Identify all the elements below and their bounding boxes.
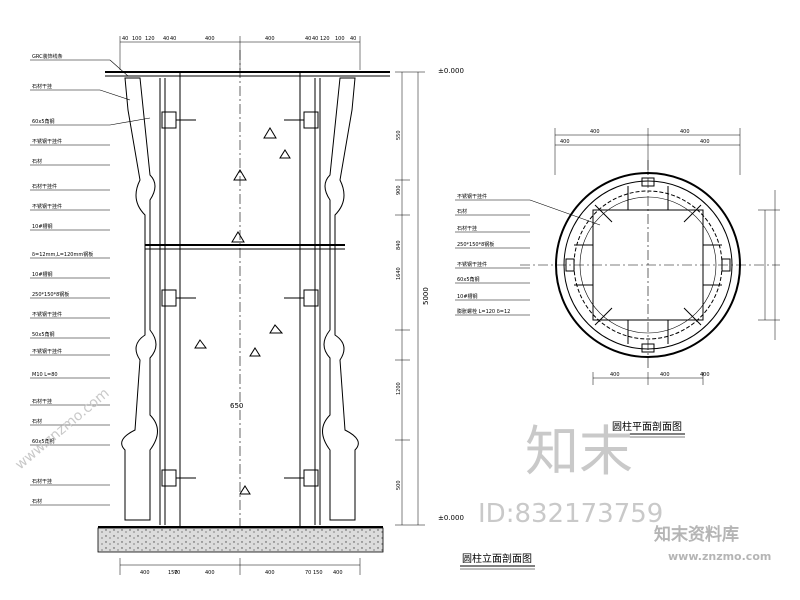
plan-callout-label: 不锈钢干挂件 xyxy=(457,261,487,268)
section-callout-label: 不锈钢干挂件 xyxy=(32,203,62,210)
watermark-brand: 知末 xyxy=(525,420,633,483)
level-bottom: ±0.000 xyxy=(438,514,464,522)
section-callout-label: 60x5角钢 xyxy=(32,438,55,445)
section-side-dim: 550 xyxy=(396,130,402,140)
section-bottom-dim: 400 xyxy=(333,570,343,576)
section-top-dim: 400 xyxy=(265,36,275,42)
section-callout-label: 石材 xyxy=(32,498,42,505)
plan-callout-label: 石材干挂 xyxy=(457,225,477,232)
section-top-dim: 40 xyxy=(163,36,169,42)
section-bottom-dim: 400 xyxy=(140,570,150,576)
section-callout-label: 10#槽钢 xyxy=(32,223,53,230)
watermark-diagonal: www.znzmo.com xyxy=(12,385,112,473)
callout-leaders xyxy=(30,59,151,506)
section-total-dim: 5000 xyxy=(422,287,430,305)
section-side-dim: 1200 xyxy=(396,382,402,395)
plan-bottom-dims: 400 400 400 xyxy=(610,372,710,378)
watermark-url: www.znzmo.com xyxy=(668,550,771,563)
plan-section xyxy=(455,128,780,385)
plan-callout-label: 不锈钢干挂件 xyxy=(457,193,487,200)
section-top-dim: 100 xyxy=(335,36,345,42)
section-bottom-dim: 400 xyxy=(205,570,215,576)
section-bottom-dim: 70 xyxy=(305,570,311,576)
section-callout-label: GRC装饰线条 xyxy=(32,53,63,60)
section-top-dim: 40 xyxy=(305,36,311,42)
section-side-dim: 900 xyxy=(396,185,402,195)
elevation-section xyxy=(30,36,425,575)
level-top: ±0.000 xyxy=(438,67,464,75)
section-callout-label: 石材 xyxy=(32,418,42,425)
watermark-id: ID:832173759 xyxy=(478,499,663,529)
section-callouts: GRC装饰线条石材干挂60x5角钢不锈钢干挂件石材石材干挂件不锈钢干挂件10#槽… xyxy=(32,53,93,505)
section-callout-label: M10 L=80 xyxy=(32,372,58,378)
plan-bottom-dim: 400 xyxy=(700,372,710,378)
section-side-dims: 550 900 840 1640 1200 500 xyxy=(396,130,402,490)
section-top-dim: 120 xyxy=(145,36,155,42)
section-callout-label: 石材干挂 xyxy=(32,478,52,485)
steel-brackets xyxy=(145,111,345,487)
plan-callout-label: 60x5角钢 xyxy=(457,276,480,283)
plan-bottom-dim: 400 xyxy=(610,372,620,378)
section-callout-label: 石材 xyxy=(32,158,42,165)
section-bottom-dim: 70 xyxy=(174,570,180,576)
section-callout-label: 不锈钢干挂件 xyxy=(32,348,62,355)
section-callout-label: 50x5角钢 xyxy=(32,331,55,338)
section-top-dim: 120 xyxy=(320,36,330,42)
section-bottom-dim: 150 xyxy=(313,570,323,576)
section-callout-label: 不锈钢干挂件 xyxy=(32,138,62,145)
plan-callout-label: 250*150*8钢板 xyxy=(457,241,494,248)
section-callout-label: 不锈钢干挂件 xyxy=(32,311,62,318)
plan-brackets xyxy=(565,177,731,353)
section-top-dim: 40 xyxy=(350,36,356,42)
section-top-dim: 40 xyxy=(312,36,318,42)
plan-callout-label: 膨胀螺栓 L=120 δ=12 xyxy=(457,308,510,315)
section-bottom-dim: 400 xyxy=(265,570,275,576)
section-callout-label: δ=12mm,L=120mm钢板 xyxy=(32,251,93,258)
section-callout-label: 10#槽钢 xyxy=(32,271,53,278)
section-callout-label: 石材干挂 xyxy=(32,83,52,90)
plan-top-dim: 400 xyxy=(700,139,710,145)
left-cladding-profile xyxy=(121,77,158,521)
section-side-dim: 1640 xyxy=(396,267,402,280)
section-top-dim: 40 xyxy=(122,36,128,42)
section-top-dim: 40 xyxy=(170,36,176,42)
section-top-dim: 100 xyxy=(132,36,142,42)
plan-callout-leaders xyxy=(455,199,601,316)
section-callout-label: 石材干挂 xyxy=(32,398,52,405)
aggregate-symbols xyxy=(194,127,291,495)
section-top-dim: 400 xyxy=(205,36,215,42)
section-center-dim: 650 xyxy=(230,402,243,410)
plan-top-dim: 400 xyxy=(590,129,600,135)
section-side-dim: 840 xyxy=(396,240,402,250)
section-callout-label: 石材干挂件 xyxy=(32,183,57,190)
plan-callout-label: 10#槽钢 xyxy=(457,293,478,300)
section-side-dim: 500 xyxy=(396,480,402,490)
watermark-site-cn: 知末资料库 xyxy=(653,524,739,545)
plan-top-dims: 400 400 400 400 xyxy=(560,129,710,145)
section-callout-label: 60x5角钢 xyxy=(32,118,55,125)
section-bottom-dim: 150 xyxy=(168,570,178,576)
plan-top-dim: 400 xyxy=(560,139,570,145)
right-cladding-profile xyxy=(322,77,359,521)
plan-title: 圆柱平面剖面图 xyxy=(612,420,682,433)
plan-bottom-dim: 400 xyxy=(660,372,670,378)
plan-callout-label: 石材 xyxy=(457,208,467,215)
plan-top-dim: 400 xyxy=(680,129,690,135)
section-title: 圆柱立面剖面图 xyxy=(462,552,532,565)
section-callout-label: 250*150*8钢板 xyxy=(32,291,69,298)
